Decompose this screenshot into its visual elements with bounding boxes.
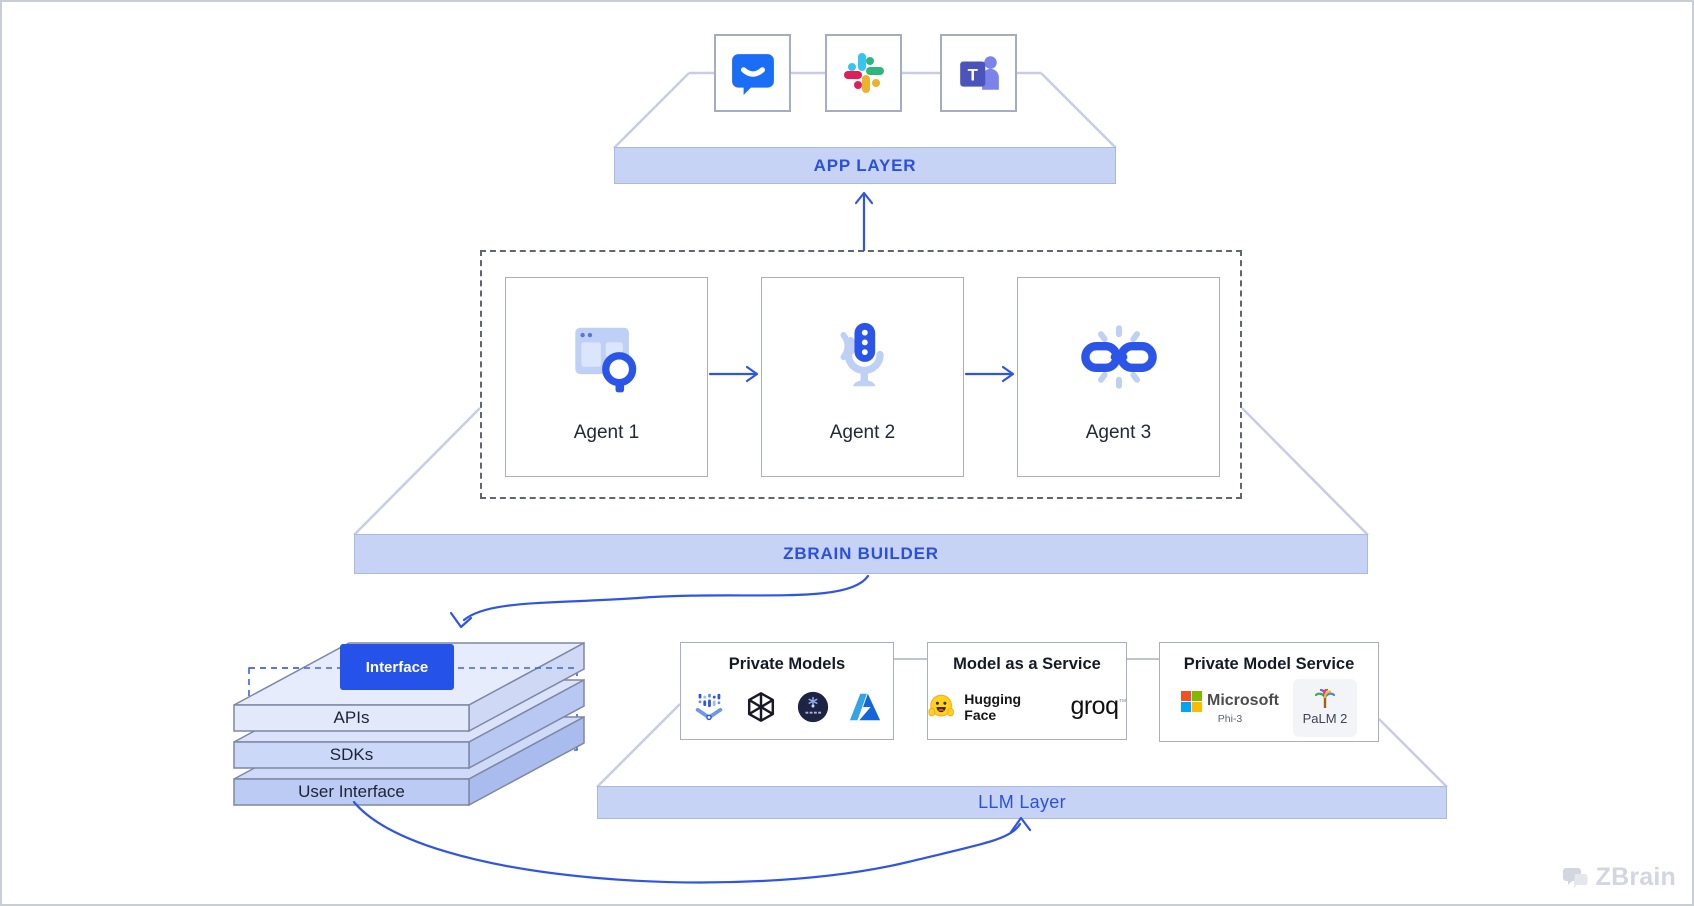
microsoft-wordmark: Microsoft	[1207, 692, 1279, 709]
palm2-card: PaLM 2	[1293, 678, 1357, 737]
openai-icon	[747, 691, 775, 722]
chat-app-icon	[731, 54, 774, 95]
apis-label: APIs	[333, 708, 370, 727]
palm-tree-icon	[1314, 689, 1336, 708]
zbrain-watermark-label: ZBrain	[1595, 863, 1676, 891]
hugging-face-wordmark: Hugging Face	[964, 690, 1022, 723]
model-as-a-service-box: Model as a Service Hugging Face groq™	[927, 642, 1127, 740]
app-layer-banner: APP LAYER	[614, 147, 1116, 184]
agent-1-card: Agent 1	[505, 277, 708, 477]
private-model-service-box: Private Model Service Microsoft Phi-3	[1159, 642, 1379, 742]
agent-2-card: Agent 2	[761, 277, 964, 477]
zbrain-logo-icon	[1562, 867, 1588, 888]
private-model-service-logos: Microsoft Phi-3 PaLM 2	[1181, 674, 1357, 741]
private-model-service-title: Private Model Service	[1183, 655, 1355, 673]
interface-button: Interface	[340, 644, 454, 690]
chat-app-card	[714, 34, 791, 112]
slack-card	[825, 34, 902, 112]
hugging-face-icon	[928, 694, 954, 717]
model-as-a-service-logos: Hugging Face groq™	[928, 674, 1126, 739]
app-layer-label: APP LAYER	[813, 155, 917, 175]
llm-platform-left-edge	[596, 703, 681, 788]
ms-teams-icon: T	[959, 56, 999, 90]
sdks-label: SDKs	[329, 745, 374, 764]
palm2-label: PaLM 2	[1302, 711, 1348, 726]
teams-letter: T	[967, 65, 978, 84]
agent-workflow-dashed-box	[480, 250, 1242, 499]
azure-icon	[849, 693, 881, 720]
interface-button-label: Interface	[365, 658, 429, 676]
user-interface-label: User Interface	[298, 782, 405, 801]
app-platform-right-edge	[1040, 72, 1117, 149]
groq-trademark: ™	[1118, 697, 1127, 707]
ms-teams-card: T	[940, 34, 1017, 112]
microsoft-icon	[1181, 690, 1202, 712]
zbrain-watermark: ZBrain	[1562, 863, 1676, 892]
slack-icon	[843, 53, 884, 93]
llm-platform-right-edge	[1378, 718, 1448, 788]
agent-1-label: Agent 1	[573, 422, 640, 443]
private-models-logos	[692, 674, 882, 739]
dotted-funnel-model-icon	[695, 693, 723, 720]
private-models-box: Private Models	[680, 642, 894, 740]
llm-layer-banner: LLM Layer	[597, 786, 1447, 819]
voice-microphone-icon	[824, 278, 902, 422]
llm-layer-label: LLM Layer	[978, 792, 1066, 812]
app-platform-left-edge	[613, 72, 690, 149]
phi-3-label: Phi-3	[1217, 712, 1243, 725]
private-models-title: Private Models	[728, 655, 846, 673]
agent-3-label: Agent 3	[1085, 422, 1152, 443]
zbrain-builder-banner: ZBRAIN BUILDER	[354, 534, 1368, 574]
chain-link-icon	[1077, 278, 1161, 422]
navy-circle-model-icon	[797, 691, 829, 722]
zbrain-builder-label: ZBRAIN BUILDER	[783, 544, 939, 563]
builder-to-stack-arrow	[449, 574, 870, 629]
browser-search-icon	[568, 278, 646, 422]
model-as-a-service-title: Model as a Service	[953, 655, 1101, 673]
agent-2-label: Agent 2	[829, 422, 896, 443]
builder-platform-right-edge	[1241, 407, 1369, 536]
microsoft-phi3-logo: Microsoft Phi-3	[1181, 690, 1279, 725]
workflow-to-app-arrow	[854, 191, 874, 252]
groq-wordmark: groq™	[1070, 692, 1127, 720]
agent-3-card: Agent 3	[1017, 277, 1220, 477]
builder-platform-left-edge	[353, 407, 481, 536]
